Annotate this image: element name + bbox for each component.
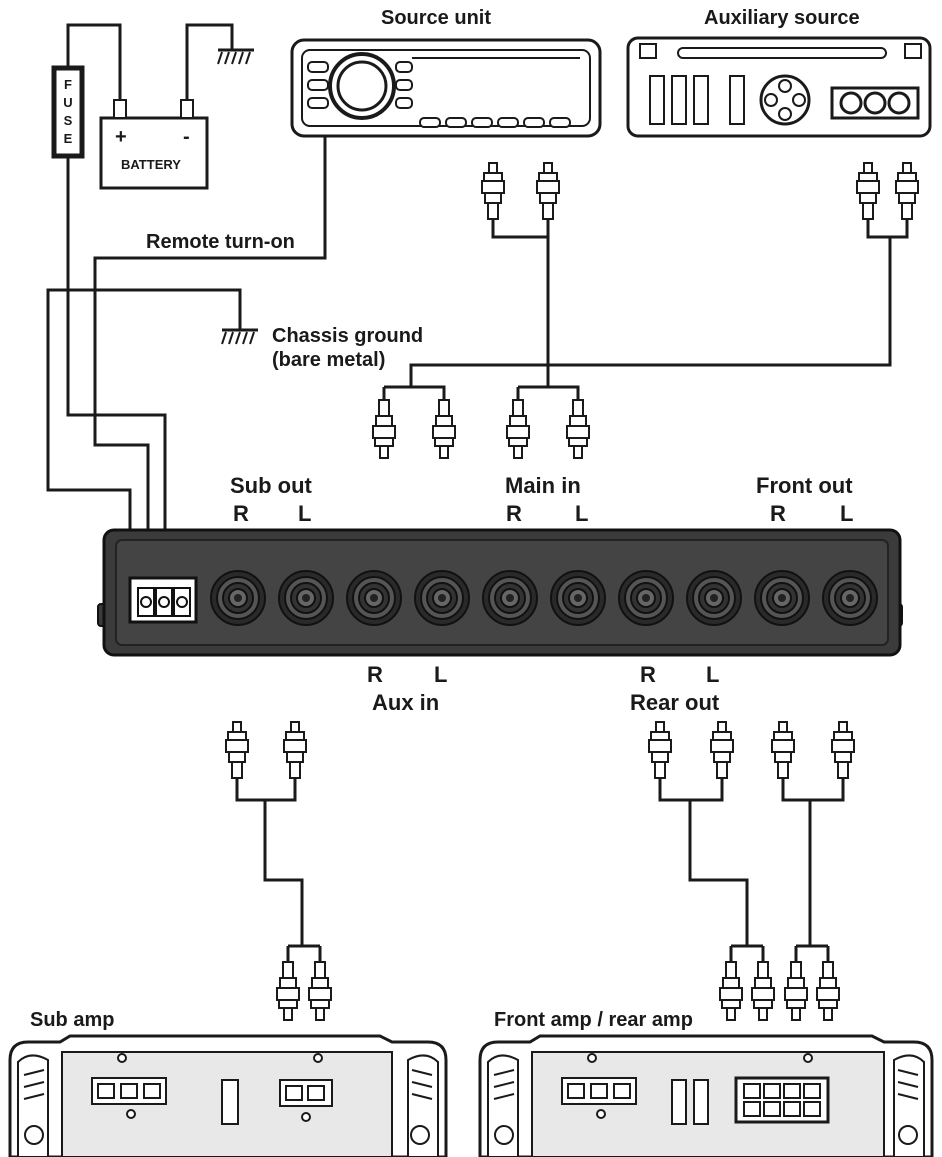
battery-plus-label: + (115, 126, 127, 148)
rear-out-r-label: R (640, 662, 656, 687)
aux-in-label: Aux in (372, 690, 440, 715)
chassis-ground-icon (220, 328, 260, 346)
auxiliary-source (626, 36, 932, 138)
rear-out-l-label: L (706, 662, 720, 687)
sub-cable (225, 721, 332, 1021)
rca-jack-icon (210, 570, 266, 626)
front-out-r-label: R (770, 501, 786, 526)
front-rear-amp-label: Front amp / rear amp (494, 1009, 693, 1031)
source-cables (372, 162, 919, 459)
aux-in-l-label: L (434, 662, 448, 687)
fuse-label: FUSE (63, 77, 73, 146)
main-in-l-label: L (575, 501, 589, 526)
rca-jack-icon (278, 570, 334, 626)
rca-jack-icon (482, 570, 538, 626)
battery-minus-label: - (183, 126, 190, 148)
battery-label: BATTERY (121, 157, 181, 172)
fuse (51, 65, 85, 159)
rca-jack-icon (346, 570, 402, 626)
sub-out-r-label: R (233, 501, 249, 526)
bare-metal-label: (bare metal) (272, 349, 386, 371)
power-terminal (128, 576, 198, 624)
sub-out-label: Sub out (230, 473, 312, 498)
source-unit-label: Source unit (381, 7, 492, 29)
rca-jack-icon (414, 570, 470, 626)
main-in-label: Main in (505, 473, 581, 498)
main-in-r-label: R (506, 501, 522, 526)
auxiliary-source-label: Auxiliary source (704, 7, 860, 29)
rca-jack-icon (618, 570, 674, 626)
rca-jack-icon (686, 570, 742, 626)
remote-turn-on-label: Remote turn-on (146, 231, 295, 253)
sub-amp (8, 1034, 448, 1157)
rca-jack-icon (754, 570, 810, 626)
front-out-l-label: L (840, 501, 854, 526)
front-rear-amp (478, 1034, 934, 1157)
front-out-label: Front out (756, 473, 853, 498)
rear-out-label: Rear out (630, 690, 720, 715)
battery (99, 99, 209, 190)
battery-ground-icon (216, 48, 256, 66)
rear-front-cables (648, 721, 855, 1021)
source-unit (290, 38, 602, 138)
aux-in-r-label: R (367, 662, 383, 687)
rca-jack-icon (550, 570, 606, 626)
sub-amp-label: Sub amp (30, 1009, 115, 1031)
sub-out-l-label: L (298, 501, 312, 526)
chassis-ground-label: Chassis ground (272, 325, 424, 347)
rca-jack-icon (822, 570, 878, 626)
